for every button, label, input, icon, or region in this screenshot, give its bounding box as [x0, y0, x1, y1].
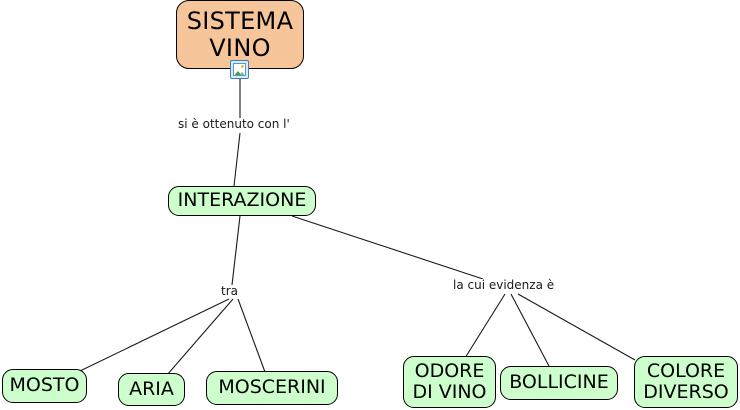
image-icon-hill-right	[237, 72, 245, 75]
edge-tra-to-aria	[166, 298, 234, 376]
edge-tra-to-moscerini	[237, 298, 266, 373]
edge-label-to-interazione	[233, 132, 241, 187]
node-mosto[interactable]: MOSTO	[2, 369, 87, 403]
edge-evidenza-to-odore	[464, 293, 506, 359]
edge-label-tra[interactable]: tra	[219, 284, 240, 299]
edge-evidenza-to-colore	[517, 293, 636, 361]
node-odore-di-vino[interactable]: ODORE DI VINO	[403, 356, 496, 408]
node-sistema-vino[interactable]: SISTEMA VINO	[176, 0, 304, 69]
node-moscerini[interactable]: MOSCERINI	[206, 371, 338, 405]
edge-evidenza-to-bollicine	[510, 293, 551, 369]
edge-interazione-to-tra	[231, 215, 241, 286]
image-icon-sun	[241, 65, 244, 68]
edge-interazione-to-evidenza	[291, 215, 484, 280]
edge-label-si-e-ottenuto-con-l[interactable]: si è ottenuto con l'	[176, 117, 292, 132]
node-interazione[interactable]: INTERAZIONE	[168, 186, 316, 216]
edge-label-la-cui-evidenza-e[interactable]: la cui evidenza è	[451, 278, 557, 293]
node-aria[interactable]: ARIA	[118, 373, 185, 406]
edge-tra-to-mosto	[79, 298, 230, 372]
node-colore-diverso[interactable]: COLORE DIVERSO	[634, 356, 738, 408]
node-bollicine[interactable]: BOLLICINE	[500, 366, 618, 400]
image-icon-canvas	[233, 63, 246, 76]
image-icon[interactable]	[230, 60, 249, 79]
